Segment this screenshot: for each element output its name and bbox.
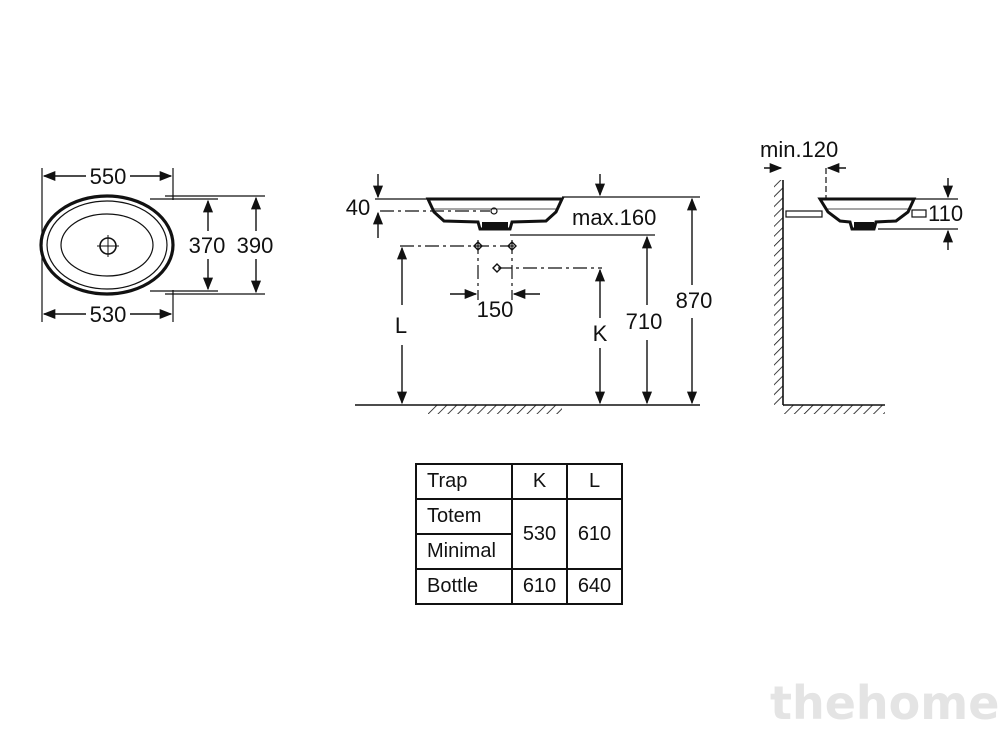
- dim-530: 530: [90, 302, 127, 327]
- bottle-k-value: 610: [511, 568, 568, 605]
- bottle-l-value: 640: [566, 568, 623, 605]
- side-view: min.120 110: [760, 137, 963, 414]
- dim-110: 110: [928, 201, 963, 226]
- header-l: L: [566, 463, 623, 500]
- label-L: L: [395, 313, 407, 338]
- wall-hatch: [774, 180, 783, 405]
- front-view: 40 max.160 150 L K 710 870: [346, 174, 713, 414]
- row-name-totem: Totem: [415, 498, 513, 535]
- dim-870: 870: [676, 288, 713, 313]
- label-K: K: [593, 321, 608, 346]
- row-name-bottle: Bottle: [415, 568, 513, 605]
- basin-profile: [425, 197, 565, 231]
- table-row: Totem 530 610: [415, 498, 623, 570]
- dim-max-160: max.160: [572, 205, 656, 230]
- watermark-logo: thehome: [770, 676, 1000, 730]
- dim-550: 550: [90, 164, 127, 189]
- table-row: Minimal: [415, 533, 622, 570]
- top-view: 550 530 370 390: [39, 164, 274, 327]
- table-row: Bottle 610 640: [415, 568, 623, 605]
- dim-370: 370: [189, 233, 226, 258]
- dim-40: 40: [346, 195, 370, 220]
- table-header-row: Trap K L: [415, 463, 623, 500]
- dim-710: 710: [626, 309, 663, 334]
- basin-outer-rim: [39, 194, 175, 296]
- basin-bowl: [60, 213, 154, 277]
- dim-150: 150: [477, 297, 514, 322]
- side-floor-hatch: [783, 405, 885, 414]
- merged-k-value: 530: [511, 498, 568, 570]
- row-name-minimal: Minimal: [415, 533, 513, 570]
- merged-l-value: 610: [566, 498, 623, 570]
- floor-hatch: [428, 405, 562, 414]
- trap-table: Trap K L Totem 530 610 Minimal Bottle 61…: [415, 463, 623, 605]
- header-k: K: [511, 463, 568, 500]
- dim-min-120: min.120: [760, 137, 838, 162]
- header-trap: Trap: [415, 463, 513, 500]
- dim-390: 390: [237, 233, 274, 258]
- basin-outer-rim-inner: [46, 200, 168, 290]
